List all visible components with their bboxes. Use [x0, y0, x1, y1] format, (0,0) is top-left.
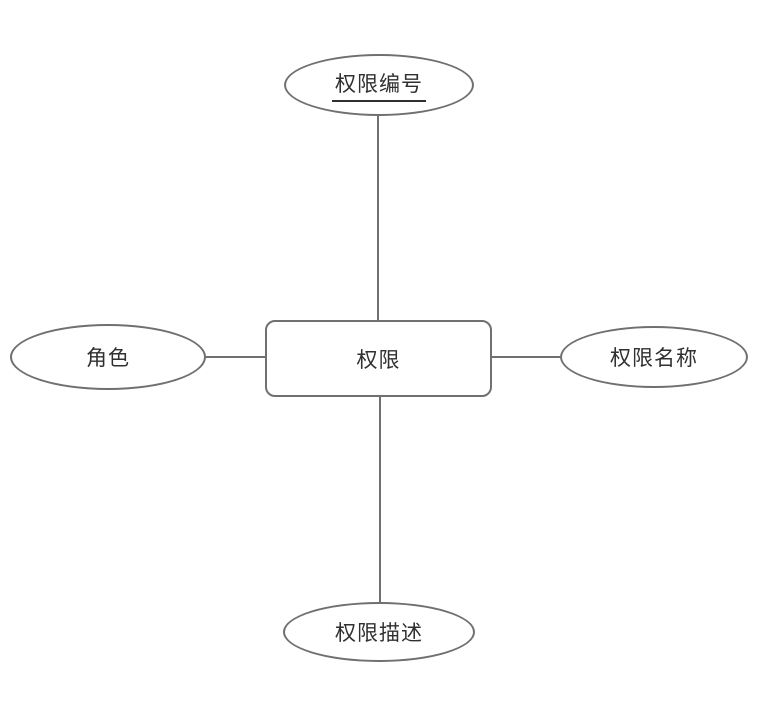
attribute-ellipse-permission-id: 权限编号	[284, 54, 474, 116]
connector-entity-to-permission-id	[377, 116, 379, 320]
attribute-label-permission-desc: 权限描述	[335, 621, 423, 645]
attribute-label-permission-name: 权限名称	[610, 346, 698, 370]
attribute-ellipse-role: 角色	[10, 324, 206, 390]
entity-box-permission: 权限	[265, 320, 492, 397]
connector-entity-to-permission-name	[491, 356, 561, 358]
connector-entity-to-permission-desc	[379, 397, 381, 602]
attribute-label-permission-id: 权限编号	[332, 68, 426, 102]
attribute-ellipse-permission-desc: 权限描述	[283, 602, 475, 662]
attribute-label-role: 角色	[86, 346, 130, 370]
entity-label-permission: 权限	[356, 347, 401, 372]
attribute-ellipse-permission-name: 权限名称	[560, 326, 748, 388]
connector-entity-to-role	[205, 356, 266, 358]
